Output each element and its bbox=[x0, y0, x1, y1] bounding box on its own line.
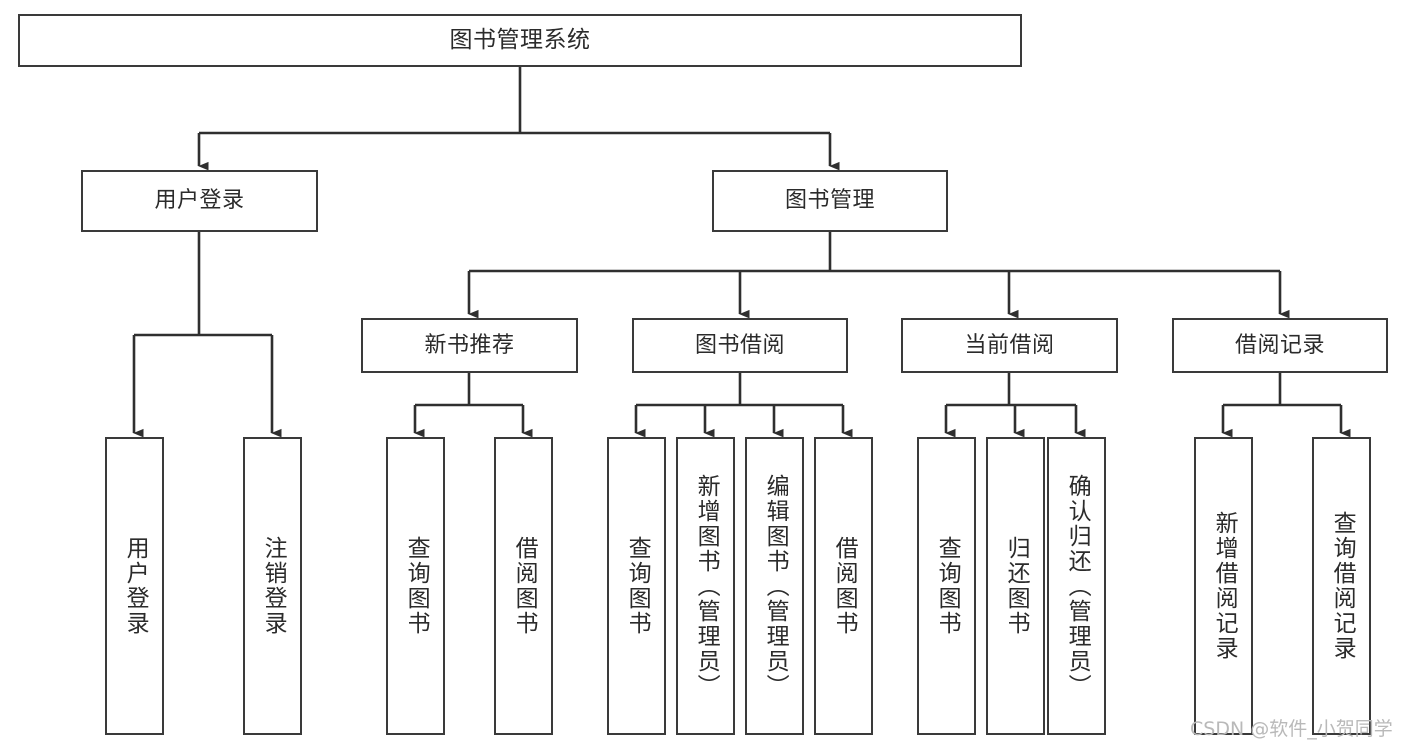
leaf-logout[interactable]: 注销登录 bbox=[243, 437, 302, 735]
leaf-borrow-book-1-label: 借阅图书 bbox=[511, 536, 538, 636]
watermark-text: CSDN @软件_小贺同学 bbox=[1190, 718, 1393, 740]
node-root-system[interactable]: 图书管理系统 bbox=[18, 14, 1022, 67]
leaf-query-book-3[interactable]: 查询图书 bbox=[917, 437, 976, 735]
node-book-borrow[interactable]: 图书借阅 bbox=[632, 318, 848, 373]
leaf-add-record-label: 新增借阅记录 bbox=[1211, 511, 1238, 661]
node-user-login-label: 用户登录 bbox=[154, 188, 245, 214]
leaf-borrow-book-2[interactable]: 借阅图书 bbox=[814, 437, 873, 735]
node-borrow-record[interactable]: 借阅记录 bbox=[1172, 318, 1388, 373]
leaf-query-book-2-label: 查询图书 bbox=[624, 536, 651, 636]
node-book-manage[interactable]: 图书管理 bbox=[712, 170, 948, 232]
node-new-book-recommend-label: 新书推荐 bbox=[424, 332, 515, 358]
leaf-query-record-label: 查询借阅记录 bbox=[1329, 511, 1356, 661]
node-book-borrow-label: 图书借阅 bbox=[694, 332, 785, 358]
leaf-edit-book-label: 编辑图书（管理员） bbox=[762, 473, 789, 699]
node-current-borrow-label: 当前借阅 bbox=[964, 332, 1055, 358]
leaf-borrow-book-1[interactable]: 借阅图书 bbox=[494, 437, 553, 735]
leaf-query-book-3-label: 查询图书 bbox=[934, 536, 961, 636]
node-root-system-label: 图书管理系统 bbox=[449, 26, 591, 53]
leaf-return-book-label: 归还图书 bbox=[1003, 536, 1030, 636]
node-current-borrow[interactable]: 当前借阅 bbox=[901, 318, 1118, 373]
leaf-confirm-return-label: 确认归还（管理员） bbox=[1064, 473, 1091, 699]
node-borrow-record-label: 借阅记录 bbox=[1234, 332, 1325, 358]
node-user-login[interactable]: 用户登录 bbox=[81, 170, 318, 232]
leaf-return-book[interactable]: 归还图书 bbox=[986, 437, 1045, 735]
leaf-add-book[interactable]: 新增图书（管理员） bbox=[676, 437, 735, 735]
leaf-add-book-label: 新增图书（管理员） bbox=[693, 473, 720, 699]
leaf-query-book-2[interactable]: 查询图书 bbox=[607, 437, 666, 735]
leaf-confirm-return[interactable]: 确认归还（管理员） bbox=[1047, 437, 1106, 735]
leaf-query-book-1[interactable]: 查询图书 bbox=[386, 437, 445, 735]
leaf-user-login[interactable]: 用户登录 bbox=[105, 437, 164, 735]
leaf-logout-label: 注销登录 bbox=[260, 536, 287, 636]
leaf-edit-book[interactable]: 编辑图书（管理员） bbox=[745, 437, 804, 735]
node-new-book-recommend[interactable]: 新书推荐 bbox=[361, 318, 578, 373]
leaf-borrow-book-2-label: 借阅图书 bbox=[831, 536, 858, 636]
node-book-manage-label: 图书管理 bbox=[784, 188, 875, 214]
leaf-add-record[interactable]: 新增借阅记录 bbox=[1194, 437, 1253, 735]
leaf-query-book-1-label: 查询图书 bbox=[403, 536, 430, 636]
leaf-user-login-label: 用户登录 bbox=[122, 536, 149, 636]
leaf-query-record[interactable]: 查询借阅记录 bbox=[1312, 437, 1371, 735]
